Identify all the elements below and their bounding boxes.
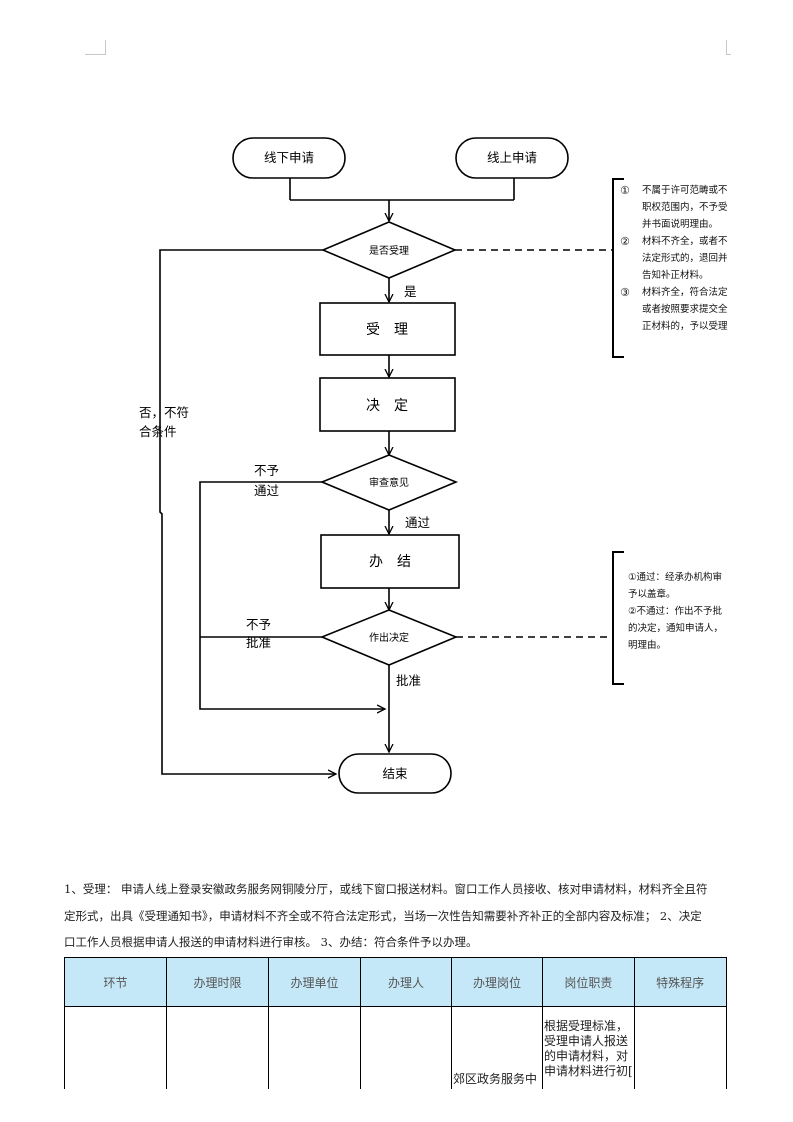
step-decide-label: 决 定 bbox=[366, 398, 408, 414]
label-pass: 通过 bbox=[405, 515, 431, 530]
label-not-approve-line1: 不予 bbox=[246, 617, 271, 632]
flowchart: 线下申请 线上申请 是否受理 是 受 理 决 定 否，不符 合条件 审查意见 不… bbox=[139, 137, 612, 794]
label-not-pass-line1: 不予 bbox=[254, 463, 279, 478]
step-complete-node bbox=[320, 534, 460, 589]
decision-review-label: 审查意见 bbox=[369, 476, 409, 489]
label-approve: 批准 bbox=[396, 673, 421, 688]
header-post: 办理岗位 bbox=[451, 957, 543, 1007]
not-pass-path bbox=[199, 481, 385, 709]
header-special: 特殊程序 bbox=[633, 957, 727, 1007]
process-description: 1、受理： 申请人线上登录安徽政务服务网铜陵分厅，或线下窗口报送材料。窗口工作人… bbox=[64, 876, 726, 960]
decision-make-label: 作出决定 bbox=[369, 631, 409, 644]
callout-bracket bbox=[612, 178, 624, 358]
start-online-label: 线上申请 bbox=[487, 150, 537, 165]
decision-notes-callout: ①通过：经承办机构审 予以盖章。 ②不通过：作出不予批 的决定，通知申请人， 明… bbox=[612, 551, 793, 686]
callout-bracket bbox=[612, 551, 624, 685]
step-accept-label: 受 理 bbox=[366, 322, 408, 338]
label-reject-line2: 合条件 bbox=[139, 424, 177, 439]
header-duty: 岗位职责 bbox=[542, 957, 635, 1007]
header-handler: 办理人 bbox=[360, 957, 452, 1007]
process-table: 环节 办理时限 办理单位 办理人 办理岗位 岗位职责 特殊程序 郊区政务服务中 … bbox=[64, 957, 727, 1089]
start-offline-node bbox=[232, 137, 346, 179]
table-row: 郊区政务服务中 根据受理标准， 受理申请人报送 的申请材料，对 申请材料进行初[ bbox=[64, 1006, 727, 1089]
step-decide-node bbox=[319, 377, 456, 432]
decision-notes-text: ①通过：经承办机构审 予以盖章。 ②不通过：作出不予批 的决定，通知申请人， 明… bbox=[628, 572, 724, 651]
cell-special bbox=[633, 1006, 727, 1089]
step-complete-label: 办 结 bbox=[369, 554, 411, 570]
label-reject-line1: 否，不符 bbox=[139, 405, 189, 420]
description-line: 口工作人员根据申请人报送的申请材料进行审核。 3、办结：符合条件予以办理。 bbox=[64, 935, 478, 949]
label-not-pass-line2: 通过 bbox=[254, 483, 280, 498]
cell-unit bbox=[268, 1006, 361, 1089]
end-label: 结束 bbox=[382, 766, 408, 781]
step-accept-node bbox=[319, 302, 456, 356]
header-unit: 办理单位 bbox=[268, 957, 361, 1007]
cell-stage bbox=[64, 1006, 167, 1089]
page-corner-mark-top-left bbox=[85, 40, 106, 55]
description-line: 定形式，出具《受理通知书》，申请材料不齐全或不符合法定形式，当场一次性告知需要补… bbox=[64, 908, 702, 923]
cell-post: 郊区政务服务中 bbox=[451, 1006, 543, 1089]
header-time-limit: 办理时限 bbox=[166, 957, 269, 1007]
start-offline-label: 线下申请 bbox=[264, 150, 314, 165]
cell-time-limit bbox=[166, 1006, 269, 1089]
header-stage: 环节 bbox=[64, 957, 167, 1007]
description-line: 1、受理： 申请人线上登录安徽政务服务网铜陵分厅，或线下窗口报送材料。窗口工作人… bbox=[64, 882, 708, 896]
connector bbox=[289, 178, 515, 201]
label-not-approve-line2: 批准 bbox=[246, 635, 271, 650]
cell-handler bbox=[360, 1006, 452, 1089]
label-yes: 是 bbox=[404, 284, 417, 299]
cell-duty: 根据受理标准， 受理申请人报送 的申请材料，对 申请材料进行初[ bbox=[542, 1006, 635, 1089]
decision-accept-label: 是否受理 bbox=[369, 245, 409, 257]
table-header-row: 环节 办理时限 办理单位 办理人 办理岗位 岗位职责 特殊程序 bbox=[64, 957, 727, 1007]
reject-path bbox=[159, 249, 336, 774]
start-online-node bbox=[455, 137, 569, 179]
page-corner-mark-top-right bbox=[726, 40, 731, 55]
end-node bbox=[338, 753, 452, 794]
